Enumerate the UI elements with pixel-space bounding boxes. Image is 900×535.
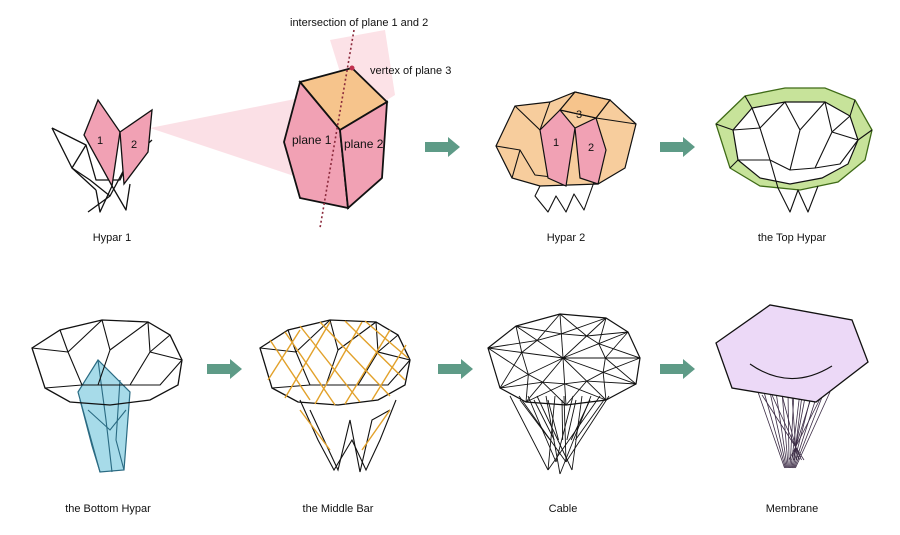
hypar-1-caption: Hypar 1 — [93, 232, 132, 244]
arrow-icon — [425, 137, 460, 157]
hypar-2-caption: Hypar 2 — [547, 232, 586, 244]
hypar-1-plane-2 — [119, 108, 153, 186]
hypar-2-number-1: 1 — [553, 137, 559, 149]
cable-caption: Cable — [549, 503, 578, 515]
middle-bar-gold-bars — [267, 320, 409, 451]
bottom-hypar-top-shell — [31, 319, 183, 406]
bottom-hypar-blue-legs — [77, 359, 131, 473]
hypar-2-number-2: 2 — [588, 142, 594, 154]
membrane-legs — [757, 391, 831, 469]
vertex-point — [349, 65, 355, 71]
zoom-detail-figure: plane 1 plane 2 — [283, 29, 395, 229]
hypar-2-number-3: 3 — [576, 109, 582, 121]
arrow-icon — [660, 137, 695, 157]
middle-bar-shell — [259, 319, 411, 406]
cable-figure — [487, 313, 641, 475]
membrane-caption: Membrane — [766, 503, 819, 515]
plane-2-label: plane 2 — [344, 137, 384, 151]
hypar-2-figure: 3 1 2 — [495, 91, 637, 213]
membrane-curve — [749, 363, 833, 380]
hypar-2-plane-1 — [539, 109, 576, 187]
intersection-line — [319, 29, 355, 229]
arrow-icon — [660, 359, 695, 379]
bottom-hypar-caption: the Bottom Hypar — [65, 503, 151, 515]
top-hypar-caption: the Top Hypar — [758, 232, 827, 244]
hypar-2-plane-2 — [574, 117, 607, 185]
membrane-figure — [715, 304, 869, 469]
hypar-2-plane-3 — [558, 91, 612, 119]
middle-bar-figure — [259, 319, 411, 473]
hypar-1-number-2: 2 — [131, 139, 137, 151]
arrow-icon — [438, 359, 473, 379]
hypar-1-zoom-beam — [150, 97, 305, 178]
top-hypar-figure — [715, 87, 873, 213]
bottom-hypar-figure — [31, 319, 183, 473]
membrane-roof — [715, 304, 869, 403]
plane-1-label: plane 1 — [292, 133, 332, 147]
vertex-annotation: vertex of plane 3 — [370, 65, 451, 77]
hypar-1-figure: 1 2 — [51, 97, 305, 213]
top-hypar-inner — [732, 101, 859, 185]
intersection-annotation: intersection of plane 1 and 2 — [290, 17, 428, 29]
plane-2-shape — [339, 100, 389, 210]
middle-bar-caption: the Middle Bar — [303, 503, 374, 515]
arrow-icon — [207, 359, 242, 379]
cable-mesh — [487, 313, 641, 475]
hypar-1-number-1: 1 — [97, 135, 103, 147]
